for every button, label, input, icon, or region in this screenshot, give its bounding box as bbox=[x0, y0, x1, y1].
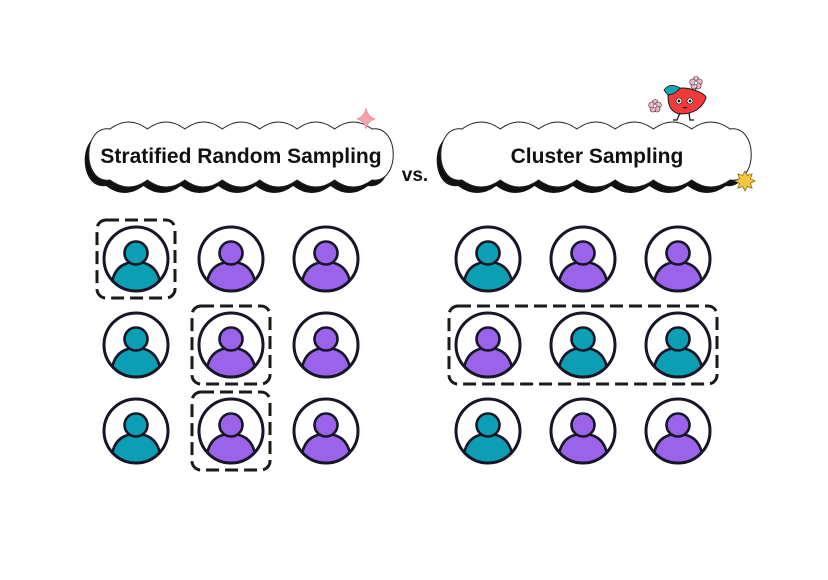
avatar-body bbox=[461, 260, 515, 291]
avatar-ring bbox=[292, 225, 360, 293]
avatar-body bbox=[651, 260, 705, 291]
avatar-ring bbox=[102, 311, 170, 379]
avatar-ring bbox=[549, 225, 617, 293]
avatar-body bbox=[299, 260, 353, 291]
avatar-body bbox=[556, 260, 610, 291]
avatar-head bbox=[218, 240, 244, 266]
avatar-body bbox=[204, 432, 258, 463]
person-avatar-icon bbox=[454, 397, 522, 465]
vs-separator: vs. bbox=[402, 165, 428, 186]
avatar-head bbox=[123, 326, 149, 352]
avatar-head bbox=[218, 326, 244, 352]
avatar-body bbox=[299, 432, 353, 463]
avatar-ring bbox=[102, 225, 170, 293]
avatar-head bbox=[123, 240, 149, 266]
flower-icon bbox=[689, 76, 703, 98]
avatar-body bbox=[204, 346, 258, 377]
person-avatar-icon bbox=[197, 311, 265, 379]
sample-selection-box bbox=[190, 304, 272, 386]
avatar-head bbox=[123, 412, 149, 438]
person-avatar-icon bbox=[644, 225, 712, 293]
avatar-body bbox=[461, 432, 515, 463]
stratified-title: Stratified Random Sampling bbox=[100, 145, 381, 168]
person-avatar-icon bbox=[102, 397, 170, 465]
avatar-ring bbox=[102, 397, 170, 465]
avatar-ring bbox=[197, 225, 265, 293]
person-avatar-icon bbox=[102, 311, 170, 379]
person-avatar-icon bbox=[197, 225, 265, 293]
avatar-head bbox=[570, 240, 596, 266]
cluster-title: Cluster Sampling bbox=[511, 145, 684, 168]
avatar-head bbox=[570, 412, 596, 438]
avatar-body bbox=[651, 346, 705, 377]
avatar-body bbox=[461, 346, 515, 377]
avatar-ring bbox=[292, 311, 360, 379]
sample-selection-box bbox=[447, 304, 719, 386]
avatar-head bbox=[665, 326, 691, 352]
avatar-head bbox=[313, 412, 339, 438]
avatar-body bbox=[109, 432, 163, 463]
avatar-head bbox=[475, 412, 501, 438]
avatar-ring bbox=[549, 397, 617, 465]
cluster-title-cloud: Cluster Sampling bbox=[436, 76, 756, 193]
avatar-head bbox=[313, 326, 339, 352]
avatar-head bbox=[665, 412, 691, 438]
avatar-ring bbox=[454, 311, 522, 379]
avatar-body bbox=[299, 346, 353, 377]
avatar-ring bbox=[197, 311, 265, 379]
cloud-shape bbox=[440, 121, 752, 188]
cloud-shape bbox=[88, 121, 394, 188]
person-avatar-icon bbox=[454, 225, 522, 293]
pink-sparkle-icon bbox=[355, 107, 377, 130]
chili-pepper-mascot-icon bbox=[648, 76, 707, 121]
avatar-head bbox=[665, 240, 691, 266]
avatar-ring bbox=[454, 397, 522, 465]
avatar-body bbox=[109, 260, 163, 291]
sample-selection-box bbox=[190, 390, 272, 472]
avatar-ring bbox=[549, 311, 617, 379]
avatar-ring bbox=[197, 397, 265, 465]
yellow-star-icon bbox=[734, 170, 756, 192]
person-avatar-icon bbox=[644, 397, 712, 465]
avatar-ring bbox=[644, 225, 712, 293]
avatar-ring bbox=[644, 397, 712, 465]
stratified-title-cloud: Stratified Random Sampling bbox=[84, 107, 394, 193]
person-avatar-icon bbox=[549, 311, 617, 379]
person-avatar-icon bbox=[454, 311, 522, 379]
avatar-body bbox=[556, 432, 610, 463]
stratified-sample-grid bbox=[95, 218, 360, 472]
person-avatar-icon bbox=[102, 225, 170, 293]
sample-selection-box bbox=[95, 218, 177, 300]
cluster-sample-grid bbox=[447, 225, 719, 465]
avatar-body bbox=[651, 432, 705, 463]
person-avatar-icon bbox=[292, 311, 360, 379]
person-avatar-icon bbox=[292, 397, 360, 465]
person-avatar-icon bbox=[549, 397, 617, 465]
avatar-head bbox=[475, 240, 501, 266]
avatar-ring bbox=[454, 225, 522, 293]
avatar-ring bbox=[644, 311, 712, 379]
avatar-body bbox=[556, 346, 610, 377]
flower-icon bbox=[648, 99, 662, 113]
avatar-ring bbox=[292, 397, 360, 465]
person-avatar-icon bbox=[644, 311, 712, 379]
person-avatar-icon bbox=[197, 397, 265, 465]
avatar-head bbox=[313, 240, 339, 266]
person-avatar-icon bbox=[549, 225, 617, 293]
avatar-head bbox=[570, 326, 596, 352]
avatar-body bbox=[204, 260, 258, 291]
avatar-body bbox=[109, 346, 163, 377]
avatar-head bbox=[475, 326, 501, 352]
avatar-head bbox=[218, 412, 244, 438]
person-avatar-icon bbox=[292, 225, 360, 293]
